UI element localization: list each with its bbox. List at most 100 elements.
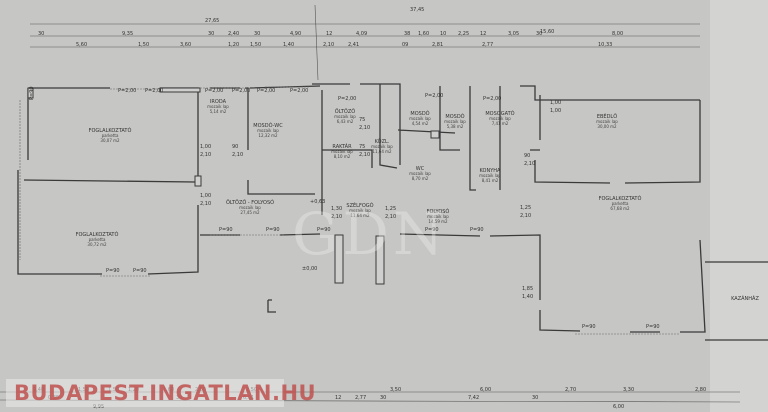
- dim-text: 2,77: [482, 42, 493, 48]
- dim-text: 2,81: [432, 42, 443, 48]
- room-name: FOGLALKOZTATÓ: [599, 195, 642, 202]
- room-name: SZÉLFOGÓ: [346, 201, 373, 209]
- opening-label: P=90: [219, 227, 233, 233]
- windows: [19, 86, 680, 335]
- dim-text: 12: [335, 395, 341, 401]
- room-name: KONYHA: [480, 168, 501, 174]
- opening-label: P=2,00: [257, 88, 275, 94]
- dim-text: 7,42: [468, 395, 479, 401]
- room-name: FOGLALKOZTATÓ: [89, 127, 132, 134]
- door-dimensions: 1,002,10902,101,002,101,302,101,252,1075…: [200, 100, 561, 300]
- room-name: MOSDÓ: [445, 113, 464, 120]
- dim-text: 9,95: [93, 404, 104, 410]
- door-dim-text: 2,10: [524, 161, 535, 167]
- door-dim-text: 2,10: [520, 213, 531, 219]
- dim-text: 15,60: [540, 29, 554, 35]
- opening-label: P=2,00: [290, 88, 308, 94]
- dim-text: 2,25: [458, 31, 469, 37]
- dim-text: 1,60: [418, 31, 429, 37]
- room-floor: parketta: [89, 237, 106, 242]
- level-mark: +0,63: [310, 199, 325, 205]
- opening-label: P=2,00: [205, 88, 223, 94]
- room-area: 30,07 m2: [100, 138, 120, 143]
- watermark-text: BUDAPEST.INGATLAN.HU: [14, 381, 317, 405]
- room-floor: mozaik lap: [331, 149, 353, 154]
- dim-text: 6,00: [480, 387, 491, 393]
- room-floor: mozaik lap: [349, 208, 371, 213]
- opening-label: P=90: [582, 324, 596, 330]
- door-dim-text: 1,00: [200, 144, 211, 150]
- room-name: MOSDÓ: [410, 110, 429, 117]
- door-dim-text: 75: [359, 144, 365, 150]
- dim-text: 10,33: [598, 42, 612, 48]
- room-area: 6,43 m2: [337, 119, 354, 124]
- room-floor: mozaik lap: [427, 214, 449, 219]
- room-area: 8,41 m2: [482, 178, 499, 183]
- dim-text: 10: [440, 31, 446, 37]
- opening-label: P=2,00: [145, 88, 163, 94]
- room-area: 30,72 m2: [87, 242, 107, 247]
- room-floor: mozaik lap: [409, 116, 431, 121]
- door-dim-text: 1,85: [522, 286, 533, 292]
- room-name: ÖLTÖZŐ: [335, 108, 355, 115]
- room-floor: mozaik lap: [371, 144, 393, 149]
- room-floor: mozaik lap: [489, 116, 511, 121]
- opening-label: P=2,00: [338, 96, 356, 102]
- top-dimensions: 27,65 37,45 15,60: [30, 4, 700, 81]
- dim-text: 30: [536, 31, 542, 37]
- door-dim-text: 2,10: [200, 201, 211, 207]
- dim-text: 30: [208, 31, 214, 37]
- room-name: MOSOGATÓ: [485, 110, 514, 117]
- dim-text: 6,00: [613, 404, 624, 410]
- room-name: KÖZL.: [375, 138, 390, 145]
- door-dim-text: 1,40: [522, 294, 533, 300]
- opening-label: P=2,00: [232, 88, 250, 94]
- level-mark: ±0,00: [302, 266, 317, 272]
- opening-label: P=90: [425, 227, 439, 233]
- room-name: IRODA: [210, 99, 227, 105]
- opening-label: P=2,00: [483, 96, 501, 102]
- dim-text: 12: [480, 31, 486, 37]
- room-floor: parketta: [612, 201, 629, 206]
- door-dim-text: 2,10: [331, 214, 342, 220]
- room-area: 8,70 m2: [412, 176, 429, 181]
- door-dim-text: 1,25: [520, 205, 531, 211]
- room-area: 11,64 m2: [372, 149, 392, 154]
- room-area: 14,59 m2: [428, 219, 448, 224]
- room-area: 11,64 m2: [350, 213, 370, 218]
- room-floor: mozaik lap: [239, 205, 261, 210]
- door-dim-text: 2,10: [385, 214, 396, 220]
- door-dim-text: 1,30: [331, 206, 342, 212]
- door-dim-text: 75: [359, 117, 365, 123]
- dim-text: 1,40: [283, 42, 294, 48]
- room-name: EBÉDLŐ: [597, 112, 617, 120]
- room-floor: mozaik lap: [334, 114, 356, 119]
- opening-label: P=2,00: [425, 93, 443, 99]
- room-name: MOSDÓ-WC: [253, 122, 283, 129]
- room-area: 7,41 m2: [492, 121, 509, 126]
- dim-text: 3,05: [508, 31, 519, 37]
- opening-label: P=90: [106, 268, 120, 274]
- dim-text: 2,77: [355, 395, 366, 401]
- dim-text: 30: [254, 31, 260, 37]
- room-name: ÖLTÖZŐ - FOLYOSÓ: [226, 199, 274, 206]
- room-name: WC: [416, 166, 425, 172]
- room-floor: mozaik lap: [444, 119, 466, 124]
- opening-label: P=90: [646, 324, 660, 330]
- dim-text: 38: [404, 31, 410, 37]
- door-dim-text: 1,00: [550, 100, 561, 106]
- door-dim-text: 2,10: [359, 152, 370, 158]
- room-floor: parketta: [102, 133, 119, 138]
- dim-text: 3,30: [623, 387, 634, 393]
- dim-text: 2,70: [565, 387, 576, 393]
- paper-edge: [710, 0, 768, 412]
- opening-label: P=90: [470, 227, 484, 233]
- dim-text: 09: [402, 42, 408, 48]
- room-area: 67,68 m2: [610, 206, 630, 211]
- dim-text: 30: [532, 395, 538, 401]
- room-area: 4,54 m2: [412, 121, 429, 126]
